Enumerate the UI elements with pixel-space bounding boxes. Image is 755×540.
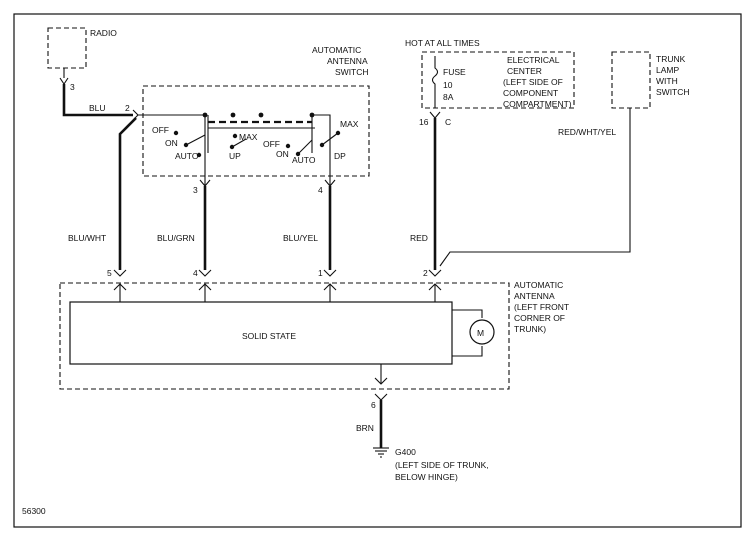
switch-pos-up: UP: [229, 151, 241, 161]
switch-pos-on-l: ON: [165, 138, 178, 148]
antenna-pin-3: 1: [318, 268, 323, 278]
antenna-pin-2: 4: [193, 268, 198, 278]
fuse-label: FUSE: [443, 67, 466, 77]
trunk-lamp-box: [611, 51, 651, 109]
switch-pos-dp: DP: [334, 151, 346, 161]
antenna-connector-1: [113, 269, 127, 277]
radio-pin: 3: [70, 82, 75, 92]
radio-label: RADIO: [90, 28, 117, 38]
trunk-lamp-line-4: SWITCH: [656, 87, 690, 97]
switch-pos-off-r: OFF: [263, 139, 280, 149]
power-header: HOT AT ALL TIMES: [405, 38, 480, 48]
switch-pos-max-r: MAX: [340, 119, 359, 129]
center-line-3: (LEFT SIDE OF: [503, 77, 563, 87]
center-line-5: COMPARTMENT): [503, 99, 572, 109]
power-pin: 16: [419, 117, 429, 127]
motor-label: M: [477, 328, 484, 338]
wire-label-blu-yel: BLU/YEL: [283, 233, 318, 243]
ground-location-1: (LEFT SIDE OF TRUNK,: [395, 460, 489, 470]
trunk-lamp-line-2: LAMP: [656, 65, 679, 75]
ground-connector: [374, 393, 388, 401]
radio-component: RADIO 3: [47, 27, 117, 92]
wire-label-red: RED: [410, 233, 428, 243]
switch-pos-auto-r: AUTO: [292, 155, 316, 165]
wire-label-red-wht-yel: RED/WHT/YEL: [558, 127, 616, 137]
switch-pos-on-r: ON: [276, 149, 289, 159]
diagram-id: 56300: [22, 506, 46, 516]
antenna-connector-3: [323, 269, 337, 277]
wire-red-wht-yel: [439, 108, 631, 267]
automatic-antenna: SOLID STATE M AUTOMATIC ANTENNA (LEFT FR…: [59, 280, 569, 390]
antenna-label-5: TRUNK): [514, 324, 546, 334]
wire-label-brn: BRN: [356, 423, 374, 433]
wire-blu: [62, 84, 133, 117]
power-connector: [429, 111, 441, 119]
radio-connector: [59, 77, 69, 85]
antenna-pin-1: 5: [107, 268, 112, 278]
switch-pin-a: 3: [193, 185, 198, 195]
switch-title-1: AUTOMATIC: [312, 45, 361, 55]
center-line-2: CENTER: [507, 66, 542, 76]
switch-pos-off-l: OFF: [152, 125, 169, 135]
wire-label-blu: BLU: [89, 103, 106, 113]
antenna-pin-4: 2: [423, 268, 428, 278]
electrical-center-box: [421, 51, 575, 109]
solid-state-label: SOLID STATE: [242, 331, 296, 341]
power-connector-id: C: [445, 117, 451, 127]
antenna-label-3: (LEFT FRONT: [514, 302, 569, 312]
ground-id: G400: [395, 447, 416, 457]
fuse-symbol: [431, 56, 439, 108]
ground-location-2: BELOW HINGE): [395, 472, 458, 482]
antenna-label-4: CORNER OF: [514, 313, 565, 323]
switch-box: [142, 85, 370, 177]
fuse-rating: 8A: [443, 92, 454, 102]
antenna-label-2: ANTENNA: [514, 291, 555, 301]
antenna-switch: AUTOMATIC ANTENNA SWITCH 2 OFF ON AUTO U…: [125, 45, 370, 195]
center-line-4: COMPONENT: [503, 88, 558, 98]
switch-title-3: SWITCH: [335, 67, 369, 77]
switch-title-2: ANTENNA: [327, 56, 368, 66]
trunk-lamp: TRUNK LAMP WITH SWITCH: [611, 51, 690, 109]
switch-pos-max-m: MAX: [239, 132, 258, 142]
trunk-lamp-line-1: TRUNK: [656, 54, 686, 64]
motor-symbol: [469, 319, 495, 345]
switch-pos-auto-l: AUTO: [175, 151, 199, 161]
ground-symbol: [373, 447, 389, 458]
ground-pin: 6: [371, 400, 376, 410]
antenna-outer-box: [59, 282, 510, 390]
radio-box: [47, 27, 87, 69]
center-line-1: ELECTRICAL: [507, 55, 560, 65]
wire-label-blu-wht: BLU/WHT: [68, 233, 106, 243]
switch-pin-radio: 2: [125, 103, 130, 113]
electrical-center: HOT AT ALL TIMES FUSE 10 8A ELECTRICAL C…: [405, 38, 575, 127]
switch-pin-b: 4: [318, 185, 323, 195]
wire-label-blu-grn: BLU/GRN: [157, 233, 195, 243]
solid-state-box: [69, 301, 453, 365]
diagram-frame: [13, 13, 742, 528]
wire-blu-wht: [118, 117, 137, 270]
fuse-value: 10: [443, 80, 453, 90]
trunk-lamp-line-3: WITH: [656, 76, 678, 86]
antenna-label-1: AUTOMATIC: [514, 280, 563, 290]
antenna-connector-2: [198, 269, 212, 277]
antenna-connector-4: [428, 269, 442, 277]
